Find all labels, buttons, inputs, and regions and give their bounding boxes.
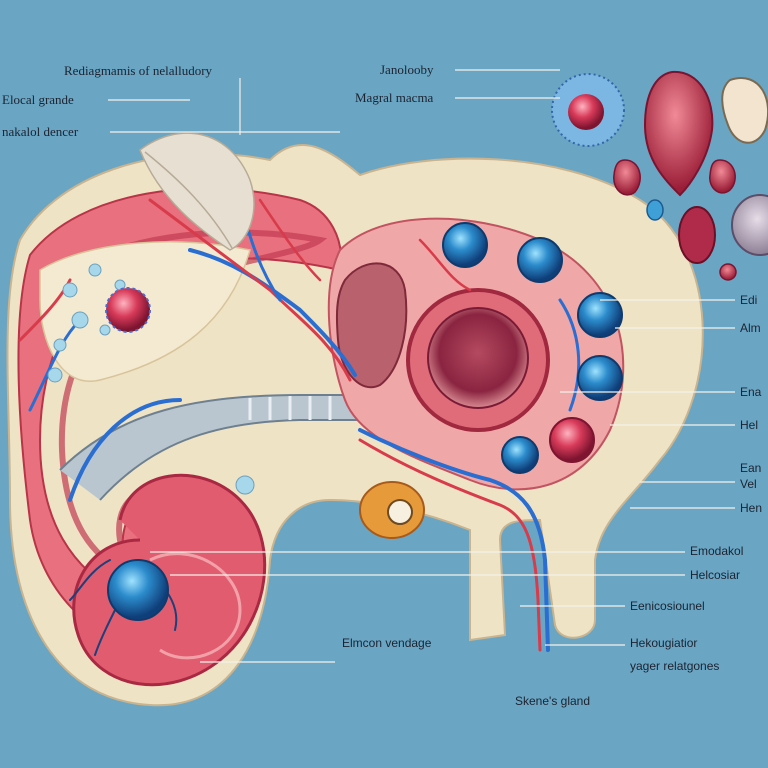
organ-raspberry (678, 206, 716, 264)
label-top-title: Rediagmamis of nelalludory (64, 63, 213, 78)
central-lumen (427, 307, 529, 409)
flap-lumen (335, 262, 408, 389)
organ-blue-drop (646, 199, 664, 221)
label-right-1: Edi (740, 293, 758, 307)
label-lower-left: Elmcon vendage (342, 636, 432, 650)
label-bottom-center: Skene's gland (515, 694, 591, 708)
label-right-8: Emodakol (690, 544, 744, 558)
label-right-3: Ena (740, 385, 762, 399)
cysts (47, 263, 255, 495)
label-right-4: Hel (740, 418, 759, 432)
label-right-5: Ean (740, 461, 762, 475)
gland-cluster (442, 222, 623, 474)
organ-heart-like (643, 70, 714, 197)
label-left-1: Elocal grande (2, 92, 74, 107)
label-right-2: Alm (740, 321, 761, 335)
left-follicle (105, 287, 151, 333)
label-lower-center-1: Eenicosiounel (630, 599, 705, 613)
label-lower-right-1: Hekougiatior (630, 636, 698, 650)
label-lower-right-2: yager relatgones (630, 659, 720, 673)
organ-kidney (721, 77, 768, 144)
leaf-fold (139, 132, 255, 251)
bottom-gland (107, 559, 169, 621)
organ-small-red (719, 263, 737, 281)
label-right-6: Vel (740, 477, 757, 491)
label-top-right-2: Magral macma (355, 90, 434, 105)
label-right-9: Helcosiar (690, 568, 741, 582)
leader-lines (108, 69, 735, 663)
lower-swirl (72, 473, 267, 687)
label-left-2: nakalol dencer (2, 124, 79, 139)
label-right-7: Hen (740, 501, 763, 515)
organ-drop-1 (613, 159, 641, 196)
label-top-right-1: Janolooby (380, 62, 434, 77)
organ-brain (731, 194, 768, 256)
organ-drop-2 (709, 159, 736, 194)
